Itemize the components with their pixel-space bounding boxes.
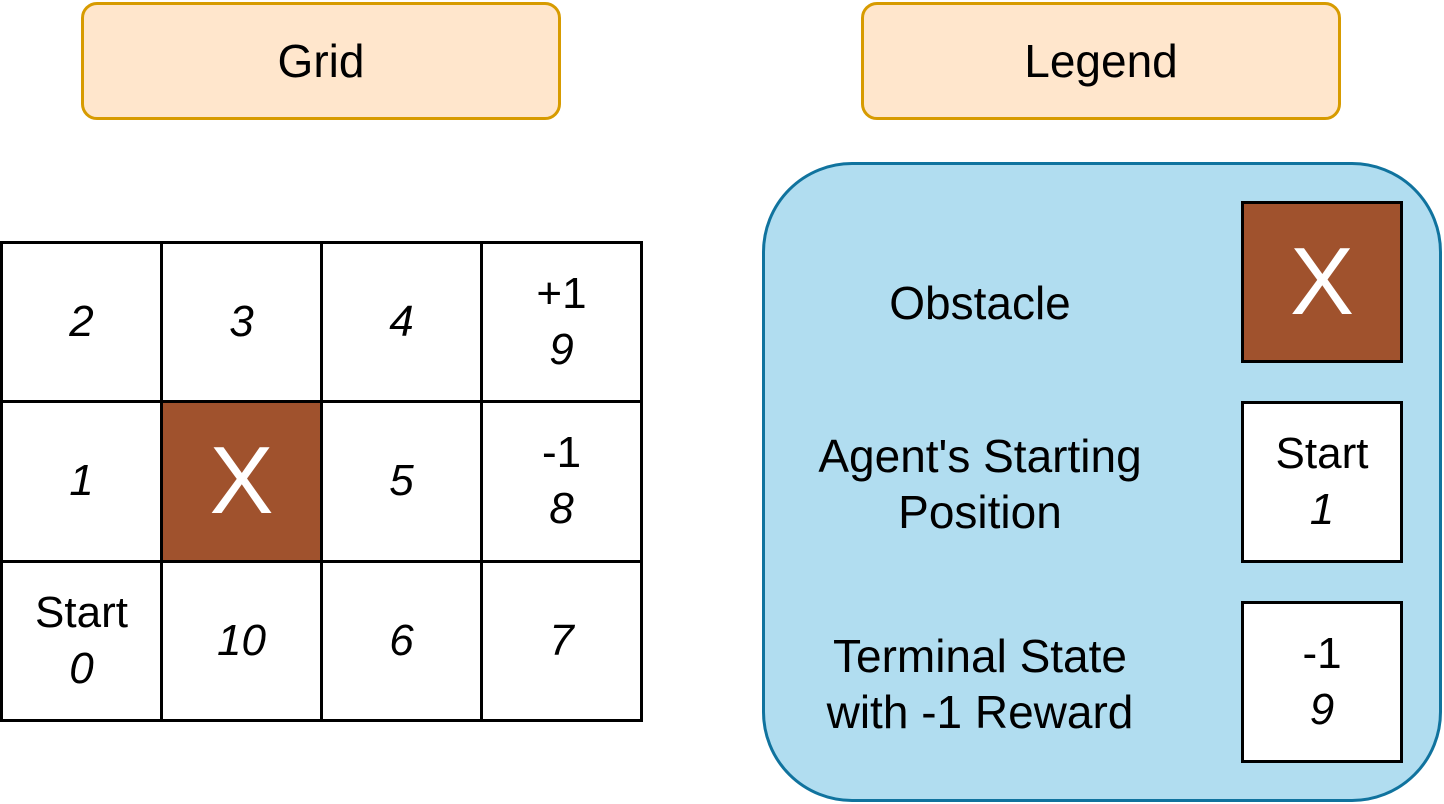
legend-terminal-swatch: -1 9 bbox=[1241, 601, 1403, 763]
grid-cell-state-id: 0 bbox=[69, 643, 94, 693]
legend-header-label: Legend bbox=[1024, 35, 1178, 87]
legend-start-text-line2: Position bbox=[898, 486, 1062, 538]
legend-start-swatch-label: Start bbox=[1275, 429, 1369, 478]
legend-terminal-text-line2: with -1 Reward bbox=[826, 686, 1134, 738]
grid-cell-state-id: 2 bbox=[69, 297, 94, 347]
grid-cell-state-id: 8 bbox=[549, 484, 574, 534]
grid-cell-state-id: 6 bbox=[389, 615, 414, 665]
grid-cell-state-id: 7 bbox=[549, 615, 574, 665]
grid-header: Grid bbox=[81, 2, 561, 120]
grid-cell-state-id: 9 bbox=[549, 325, 574, 375]
grid-cell-state-id: 3 bbox=[229, 297, 254, 347]
legend-obstacle-swatch: X bbox=[1241, 201, 1403, 363]
grid-cell: 10 bbox=[163, 562, 323, 722]
legend-terminal-text-line1: Terminal State bbox=[832, 630, 1127, 682]
legend-obstacle-text: Obstacle bbox=[770, 275, 1190, 331]
legend-start-text-line1: Agent's Starting bbox=[818, 430, 1142, 482]
obstacle-x-mark: X bbox=[1289, 228, 1355, 335]
grid-cell: 2 bbox=[3, 244, 163, 404]
grid-cell-label: Start bbox=[35, 587, 128, 637]
grid-cell-state-id: 10 bbox=[217, 615, 266, 665]
grid-cell: 6 bbox=[323, 562, 483, 722]
grid-cell: 7 bbox=[483, 562, 643, 722]
grid-cell-label: +1 bbox=[536, 269, 587, 319]
grid-cell: Start 0 bbox=[3, 562, 163, 722]
legend-start-swatch: Start 1 bbox=[1241, 401, 1403, 563]
grid-cell-state-id: 1 bbox=[69, 456, 94, 506]
grid-cell: 1 bbox=[3, 403, 163, 563]
grid-cell-state-id: 5 bbox=[389, 456, 414, 506]
grid-cell-label: -1 bbox=[541, 428, 582, 478]
grid-cell-state-id: 4 bbox=[389, 297, 414, 347]
legend-start-text: Agent's Starting Position bbox=[770, 428, 1190, 540]
grid-cell: 5 bbox=[323, 403, 483, 563]
legend-start-swatch-id: 1 bbox=[1309, 485, 1335, 534]
legend-header: Legend bbox=[861, 2, 1341, 120]
grid-cell-obstacle: X bbox=[163, 403, 323, 563]
legend-terminal-swatch-id: 9 bbox=[1309, 685, 1335, 734]
obstacle-x-mark: X bbox=[209, 427, 274, 535]
legend-terminal-text: Terminal State with -1 Reward bbox=[770, 628, 1190, 740]
grid-header-label: Grid bbox=[277, 35, 365, 87]
grid-cell: 3 bbox=[163, 244, 323, 404]
legend-obstacle-label: Obstacle bbox=[889, 277, 1071, 329]
grid-cell: 4 bbox=[323, 244, 483, 404]
legend-terminal-swatch-label: -1 bbox=[1302, 629, 1342, 678]
